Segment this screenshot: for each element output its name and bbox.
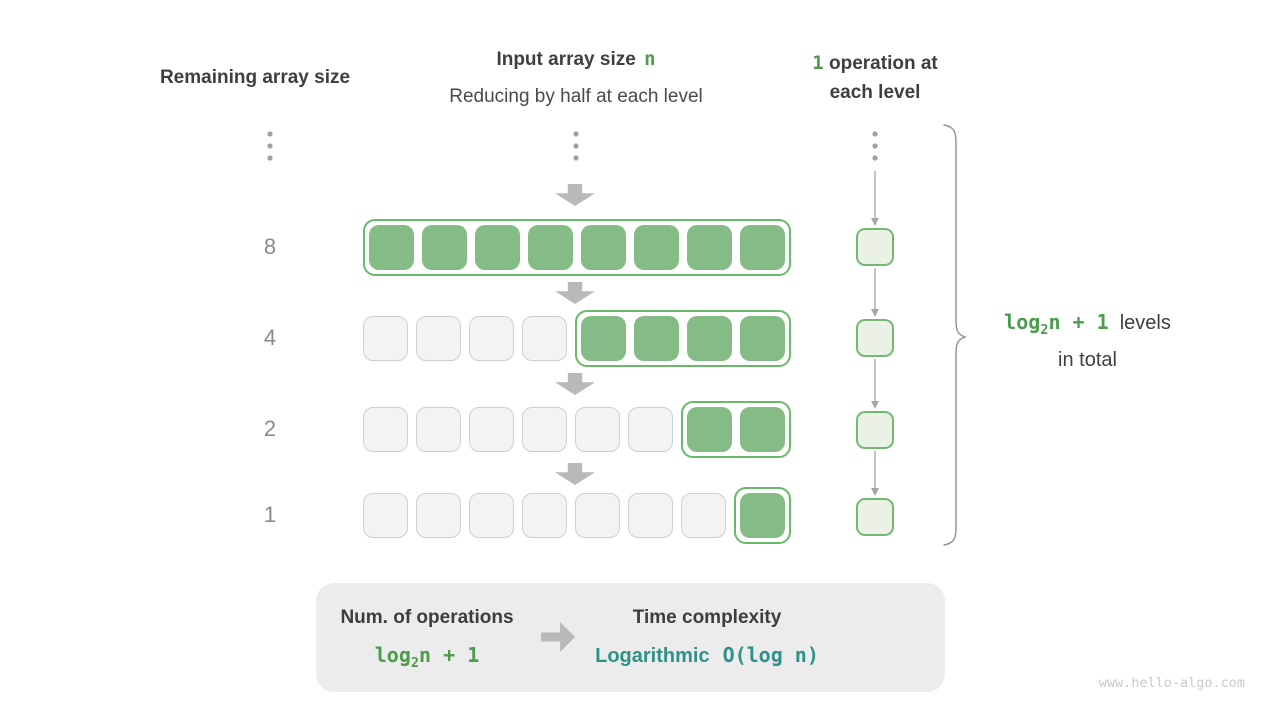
summary-operations-formula: log2n + 1 — [374, 643, 480, 671]
array-cell-inactive — [469, 316, 514, 361]
array-cell-active — [687, 316, 732, 361]
summary-operations-title: Num. of operations — [340, 607, 514, 628]
down-arrow-icon — [555, 184, 595, 206]
active-subarray-outline — [734, 487, 791, 544]
active-subarray-outline — [363, 219, 791, 276]
summary-complexity: Time complexity Logarithmic O(log n) — [562, 605, 852, 669]
active-subarray-outline — [681, 401, 791, 458]
summary-box: Num. of operations log2n + 1 Time comple… — [316, 583, 945, 692]
array-row-size-2 — [363, 401, 791, 458]
ellipsis-left-icon — [267, 131, 273, 161]
curly-brace — [943, 124, 967, 546]
array-cell-active — [634, 225, 679, 270]
down-arrow-icon — [555, 282, 595, 304]
summary-operations: Num. of operations log2n + 1 — [317, 605, 537, 676]
complexity-big-o: O(log n) — [722, 643, 819, 667]
array-cell-inactive — [363, 316, 408, 361]
levels-total-line1: log2n + 1 levels — [985, 307, 1190, 345]
array-cell-inactive — [522, 407, 567, 452]
operation-box — [856, 498, 894, 536]
array-row-size-1 — [363, 487, 791, 544]
center-column-title: Input array size n — [426, 45, 726, 74]
right-title-line2: each level — [829, 82, 921, 103]
array-cell-active — [634, 316, 679, 361]
summary-complexity-value: Logarithmic O(log n) — [562, 642, 852, 669]
down-arrow-icon — [555, 373, 595, 395]
watermark: www.hello-algo.com — [1098, 675, 1245, 691]
array-cell-inactive — [575, 407, 620, 452]
summary-complexity-title: Time complexity — [632, 607, 782, 628]
array-cell-inactive — [363, 407, 408, 452]
operation-box — [856, 411, 894, 449]
array-cell-inactive — [575, 493, 620, 538]
array-row-size-8 — [363, 219, 791, 276]
right-title-line1-text: operation at — [829, 53, 938, 74]
array-cell-inactive — [628, 407, 673, 452]
array-cell-active — [687, 407, 732, 452]
row-label-1: 1 — [263, 502, 277, 527]
levels-total-line2: in total — [1058, 349, 1117, 371]
down-arrow-icon — [555, 463, 595, 485]
array-cell-active — [528, 225, 573, 270]
array-cell-active — [687, 225, 732, 270]
left-column-title: Remaining array size — [159, 67, 351, 88]
right-title-variable-1: 1 — [812, 52, 824, 74]
array-cell-active — [740, 407, 785, 452]
row-label-8: 8 — [263, 234, 277, 259]
row-label-2: 2 — [263, 416, 277, 441]
array-cell-inactive — [522, 493, 567, 538]
array-cell-inactive — [522, 316, 567, 361]
array-cell-active — [581, 316, 626, 361]
array-cell-active — [581, 225, 626, 270]
operation-box — [856, 228, 894, 266]
array-cell-inactive — [416, 316, 461, 361]
levels-formula: log2n + 1 — [1004, 310, 1109, 338]
array-cell-active — [422, 225, 467, 270]
array-cell-inactive — [681, 493, 726, 538]
right-column-title: 1 operation at each level — [775, 49, 975, 107]
array-row-size-4 — [363, 310, 791, 367]
array-cell-active — [740, 316, 785, 361]
levels-word: levels — [1119, 312, 1171, 334]
array-cell-inactive — [469, 407, 514, 452]
active-subarray-outline — [575, 310, 791, 367]
right-title-line1: 1 operation at — [775, 49, 975, 78]
array-cell-inactive — [416, 407, 461, 452]
center-title-variable-n: n — [644, 48, 656, 70]
center-column-subtitle: Reducing by half at each level — [449, 86, 703, 107]
complexity-word: Logarithmic — [595, 645, 710, 667]
ellipsis-center-icon — [573, 131, 579, 161]
array-cell-active — [369, 225, 414, 270]
operation-box — [856, 319, 894, 357]
levels-total-label: log2n + 1 levels in total — [985, 307, 1190, 375]
center-title-text: Input array size — [496, 49, 636, 70]
array-cell-active — [740, 225, 785, 270]
ellipsis-right-icon — [872, 131, 878, 161]
row-label-4: 4 — [263, 325, 277, 350]
array-cell-inactive — [628, 493, 673, 538]
array-cell-inactive — [469, 493, 514, 538]
array-cell-active — [740, 493, 785, 538]
array-cell-inactive — [416, 493, 461, 538]
array-cell-inactive — [363, 493, 408, 538]
array-cell-active — [475, 225, 520, 270]
